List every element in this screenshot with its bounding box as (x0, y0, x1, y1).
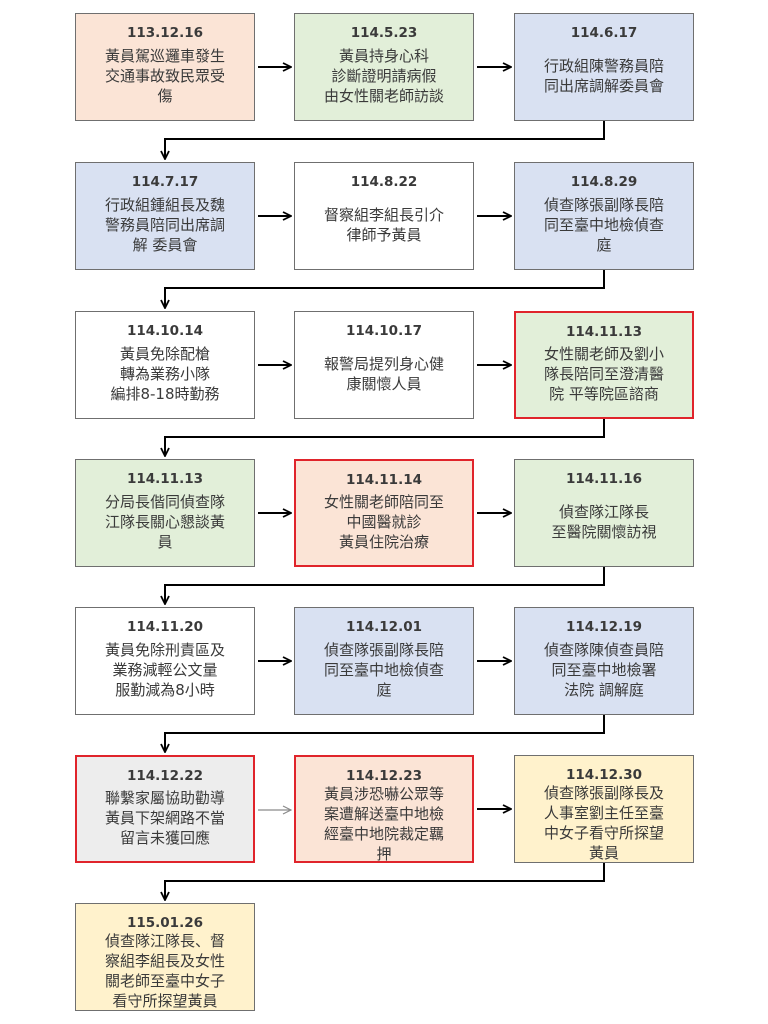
timeline-node: 114.10.14 黃員免除配槍 轉為業務小隊 編排8-18時勤務 (75, 311, 255, 419)
node-description: 偵查隊張副隊長陪 同至臺中地檢偵查 庭 (323, 640, 444, 699)
timeline-node: 114.11.13 分局長偕同偵查隊 江隊長關心懇談黃 員 (75, 459, 255, 567)
flow-arrow (165, 419, 605, 456)
timeline-node: 114.8.22 督察組李組長引介 律師予黃員 (294, 162, 474, 270)
node-date: 114.5.23 (350, 25, 418, 41)
node-date: 114.12.22 (126, 768, 203, 784)
node-date: 114.12.01 (345, 619, 422, 635)
timeline-node: 113.12.16 黃員駕巡邏車發生 交通事故致民眾受 傷 (75, 13, 255, 121)
node-date: 114.8.22 (350, 174, 418, 190)
timeline-node: 114.12.01 偵查隊張副隊長陪 同至臺中地檢偵查 庭 (294, 607, 474, 715)
node-date: 114.8.29 (570, 174, 638, 190)
node-date: 114.12.30 (565, 767, 642, 783)
timeline-node: 114.8.29 偵查隊張副隊長陪 同至臺中地檢偵查 庭 (514, 162, 694, 270)
timeline-node: 114.11.14 女性關老師陪同至 中國醫就診 黃員住院治療 (294, 459, 474, 567)
node-date: 114.12.19 (565, 619, 642, 635)
flow-arrow (165, 121, 605, 159)
timeline-node: 114.7.17 行政組鍾組長及魏 警務員陪同出席調 解 委員會 (75, 162, 255, 270)
node-description: 偵查隊陳偵查員陪 同至臺中地檢署 法院 調解庭 (543, 640, 664, 699)
node-description: 督察組李組長引介 律師予黃員 (323, 205, 444, 244)
flow-arrow (165, 270, 605, 308)
node-date: 114.7.17 (131, 174, 199, 190)
node-description: 女性關老師及劉小 隊長陪同至澄清醫 院 平等院區諮商 (543, 344, 664, 403)
node-date: 114.11.13 (126, 471, 203, 487)
node-date: 114.11.16 (565, 471, 642, 487)
node-description: 黃員持身心科 診斷證明請病假 由女性關老師訪談 (323, 46, 444, 105)
node-description: 黃員駕巡邏車發生 交通事故致民眾受 傷 (104, 46, 225, 105)
timeline-node: 114.11.16 偵查隊江隊長 至醫院關懷訪視 (514, 459, 694, 567)
node-description: 黃員涉恐嚇公眾等 案遭解送臺中地檢 經臺中地院裁定羈 押 (323, 785, 444, 863)
timeline-node: 114.5.23 黃員持身心科 診斷證明請病假 由女性關老師訪談 (294, 13, 474, 121)
node-date: 114.11.14 (345, 472, 422, 488)
flow-arrow (165, 715, 605, 752)
timeline-node: 114.12.19 偵查隊陳偵查員陪 同至臺中地檢署 法院 調解庭 (514, 607, 694, 715)
timeline-node: 114.11.20 黃員免除刑責區及 業務減輕公文量 服勤減為8小時 (75, 607, 255, 715)
node-description: 聯繫家屬協助勸導 黃員下架網路不當 留言未獲回應 (104, 788, 225, 847)
node-date: 114.10.14 (126, 323, 203, 339)
node-description: 偵查隊江隊長 至醫院關懷訪視 (551, 502, 657, 541)
node-description: 女性關老師陪同至 中國醫就診 黃員住院治療 (323, 492, 444, 551)
node-date: 114.11.20 (126, 619, 203, 635)
node-description: 行政組陳警務員陪 同出席調解委員會 (543, 56, 664, 95)
node-description: 分局長偕同偵查隊 江隊長關心懇談黃 員 (104, 492, 225, 551)
flow-arrow (165, 567, 605, 604)
timeline-node: 114.6.17 行政組陳警務員陪 同出席調解委員會 (514, 13, 694, 121)
node-date: 114.11.13 (565, 324, 642, 340)
node-date: 114.12.23 (345, 768, 422, 784)
node-description: 偵查隊張副隊長及 人事室劉主任至臺 中女子看守所探望 黃員 (543, 784, 664, 862)
node-description: 偵查隊張副隊長陪 同至臺中地檢偵查 庭 (543, 195, 664, 254)
timeline-node: 114.11.13 女性關老師及劉小 隊長陪同至澄清醫 院 平等院區諮商 (514, 311, 694, 419)
node-date: 114.6.17 (570, 25, 638, 41)
node-date: 114.10.17 (345, 323, 422, 339)
node-description: 偵查隊江隊長、督 察組李組長及女性 關老師至臺中女子 看守所探望黃員 (104, 932, 225, 1010)
node-date: 115.01.26 (126, 915, 203, 931)
node-description: 黃員免除配槍 轉為業務小隊 編排8-18時勤務 (110, 344, 220, 403)
node-description: 行政組鍾組長及魏 警務員陪同出席調 解 委員會 (104, 195, 225, 254)
timeline-node: 114.12.22 聯繫家屬協助勸導 黃員下架網路不當 留言未獲回應 (75, 755, 255, 863)
node-date: 113.12.16 (126, 25, 203, 41)
node-description: 黃員免除刑責區及 業務減輕公文量 服勤減為8小時 (104, 640, 225, 699)
node-description: 報警局提列身心健 康關懷人員 (323, 354, 444, 393)
timeline-node: 114.10.17 報警局提列身心健 康關懷人員 (294, 311, 474, 419)
